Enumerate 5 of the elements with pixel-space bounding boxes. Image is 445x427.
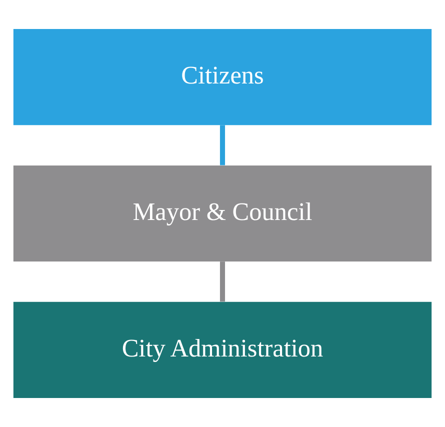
node-box: Mayor & Council	[13, 166, 432, 262]
connector	[220, 262, 226, 302]
node-box: Citizens	[13, 29, 432, 126]
connector	[220, 125, 226, 166]
node-box: City Administration	[13, 302, 432, 398]
